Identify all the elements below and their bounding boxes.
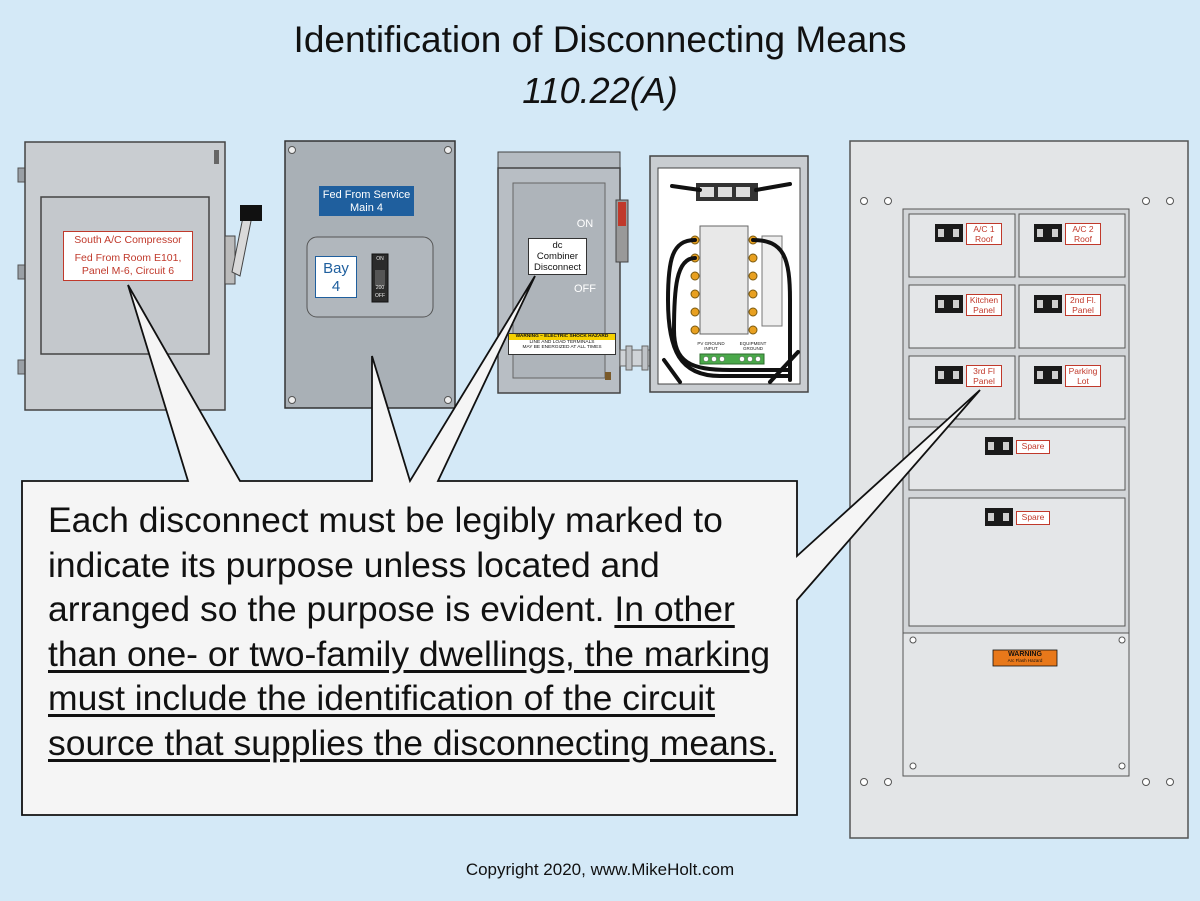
page-title: Identification of Disconnecting Means [293, 19, 907, 60]
callout-plain-text: Each disconnect must be legibly marked t… [48, 500, 723, 629]
breaker-label-2nd-fl: 2nd Fl.Panel [1065, 294, 1101, 316]
arc-flash-warning-label: WARNING Arc Flash Hazard [1007, 651, 1043, 663]
breaker-label-spare-1: Spare [1016, 440, 1050, 454]
callout-underlined-text: In other than one- or two-family dwellin… [48, 589, 777, 763]
breaker-label-spare-2: Spare [1016, 511, 1050, 525]
shock-warning-label: WARNING – ELECTRIC SHOCK HAZARD LINE AND… [508, 333, 616, 355]
dc-off-text: OFF [574, 283, 596, 295]
copyright-notice: Copyright 2020, www.MikeHolt.com [465, 860, 735, 879]
callout-text: Each disconnect must be legibly marked t… [48, 498, 788, 765]
ac-disconnect-label: South A/C Compressor Fed From Room E101,… [63, 231, 193, 281]
callout-bubble [21, 275, 981, 816]
switch-off-text: OFF [375, 293, 385, 299]
bay-label: Bay 4 [315, 256, 357, 298]
pv-ground-label: PV GROUND INPUT [697, 341, 725, 351]
switch-on-text: ON [376, 256, 384, 262]
panelboard [849, 140, 1189, 839]
combiner-box [649, 155, 809, 393]
switch-rating-text: 200 [375, 285, 385, 291]
dc-on-text: ON [576, 218, 594, 230]
equipment-ground-label: EQUIPMENT GROUND [739, 341, 767, 351]
dc-disconnect-label: dc Combiner Disconnect [528, 238, 587, 275]
code-reference: 110.22(A) [522, 70, 678, 111]
feed-label: Fed From Service Main 4 [319, 186, 414, 216]
service-disconnect [284, 140, 456, 409]
